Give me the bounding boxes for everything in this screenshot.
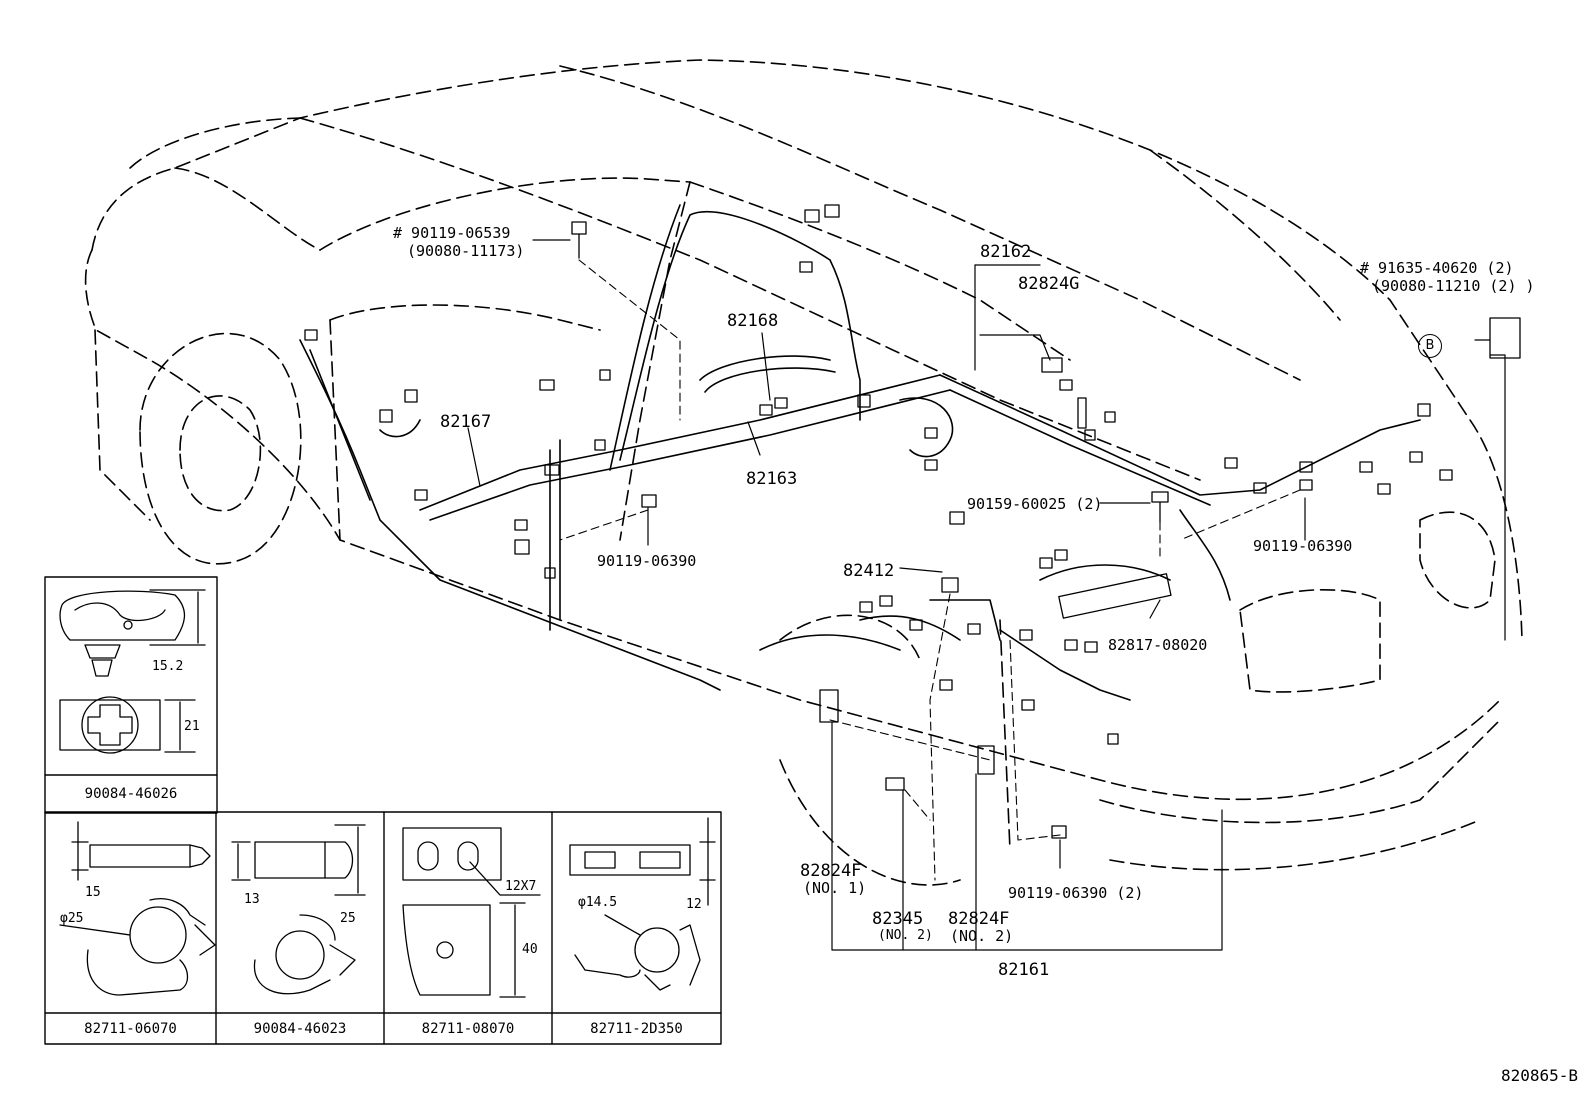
dim-phi-25: φ25 [60,911,84,926]
label-90080-11173: (90080-11173) [407,242,525,260]
dim-21: 21 [184,719,200,734]
clamp-82711-06070-drawing [59,821,216,996]
dim-12x7: 12X7 [505,879,537,894]
dim-12: 12 [686,897,702,912]
dim-13: 13 [244,892,260,907]
label-90119-06390-right: 90119-06390 [1253,537,1353,555]
caption-82711-2D350: 82711-2D350 [590,1021,683,1037]
label-90119-06390-2: 90119-06390 (2) [1008,884,1144,902]
label-90159-60025: 90159-60025 (2) [967,495,1103,513]
plate-82711-08070-drawing [402,827,541,998]
caption-82711-08070: 82711-08070 [421,1021,515,1037]
label-82412: 82412 [843,561,895,581]
diagram-reference-number: 820865-B [1500,1066,1578,1085]
label-91635-40620: # 91635-40620 (2) [1360,259,1514,277]
label-82824G: 82824G [1018,274,1080,294]
label-82345: 82345 [872,909,924,929]
label-90080-11210: (90080-11210 (2) ) [1372,277,1535,295]
dim-25: 25 [340,911,356,926]
label-82345-qualifier: (NO. 2) [878,928,933,943]
dim-15: 15 [85,885,101,900]
label-82824F-no2: 82824F [948,909,1010,929]
caption-90084-46023: 90084-46023 [253,1021,347,1037]
label-82167: 82167 [440,412,492,432]
label-82824F-no1: 82824F [800,861,862,881]
label-82162: 82162 [980,242,1032,262]
wiring-harness [299,204,1421,701]
label-82163: 82163 [746,469,798,489]
label-90119-06539: # 90119-06539 [393,224,511,242]
detail-box-frames [44,576,722,1045]
clamp-90084-46023-drawing [231,824,366,995]
label-82817-08020: 82817-08020 [1108,636,1208,654]
label-82824F-no1-qualifier: (NO. 1) [803,879,867,897]
label-82824F-no2-qualifier: (NO. 2) [950,927,1014,945]
leader-lines [467,239,1506,951]
caption-82711-06070: 82711-06070 [84,1021,177,1037]
label-90119-06390-left: 90119-06390 [597,552,697,570]
clamp-82711-2D350-drawing [569,817,716,991]
fasteners [571,221,1313,839]
circle-b-marker: B [1418,334,1442,358]
dim-15-2: 15.2 [152,659,184,674]
dim-phi-14-5: φ14.5 [578,895,618,910]
dashed-leaders [559,259,1301,881]
label-82161: 82161 [998,960,1050,980]
harness-connectors [304,204,1521,791]
label-82168: 82168 [727,311,779,331]
clip-90084-46026-drawing [59,589,206,754]
caption-90084-46026: 90084-46026 [84,786,178,802]
dim-40: 40 [522,942,538,957]
vehicle-body-outline [84,59,1523,886]
